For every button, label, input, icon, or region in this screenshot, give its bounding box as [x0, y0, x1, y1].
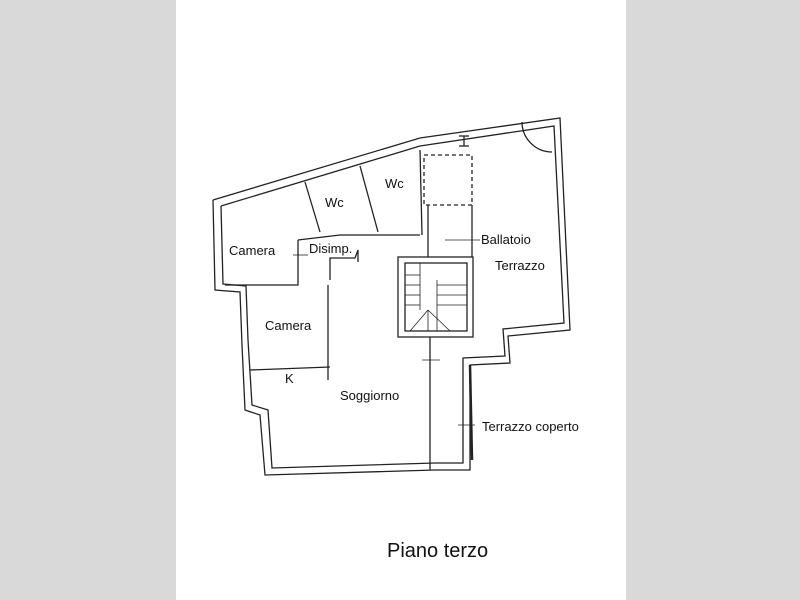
room-label-wc: Wc: [385, 176, 404, 191]
room-label-terrazzo: Terrazzo: [495, 258, 545, 273]
stairs: [404, 262, 468, 332]
wall: [329, 249, 359, 280]
room-label-soggiorno: Soggiorno: [340, 388, 400, 403]
stairwell: [397, 256, 474, 338]
wall: [304, 181, 321, 233]
glazing: [468, 364, 474, 461]
wall: [297, 234, 420, 241]
inner-outline: [220, 125, 565, 469]
room-label-kitchen: K: [285, 371, 294, 386]
wall: [359, 165, 379, 233]
room-label-camera: Camera: [229, 243, 276, 258]
wall: [249, 366, 331, 371]
stair-treads: [405, 263, 467, 332]
dashed-area: [423, 154, 473, 206]
plan-title: Piano terzo: [387, 540, 489, 562]
room-label-ballatoio: Ballatoio: [481, 232, 531, 247]
room-label-disimpegno: Disimp.: [309, 241, 353, 256]
outer-wall: [212, 117, 571, 476]
section-marks: [293, 239, 480, 426]
room-label-camera: Camera: [265, 318, 312, 333]
drawing-sheet: [176, 0, 626, 600]
room-label-terrazzo-coperto: Terrazzo coperto: [482, 419, 579, 434]
door-swing: [521, 121, 553, 153]
wall: [419, 149, 423, 236]
room-label-wc: Wc: [325, 195, 344, 210]
